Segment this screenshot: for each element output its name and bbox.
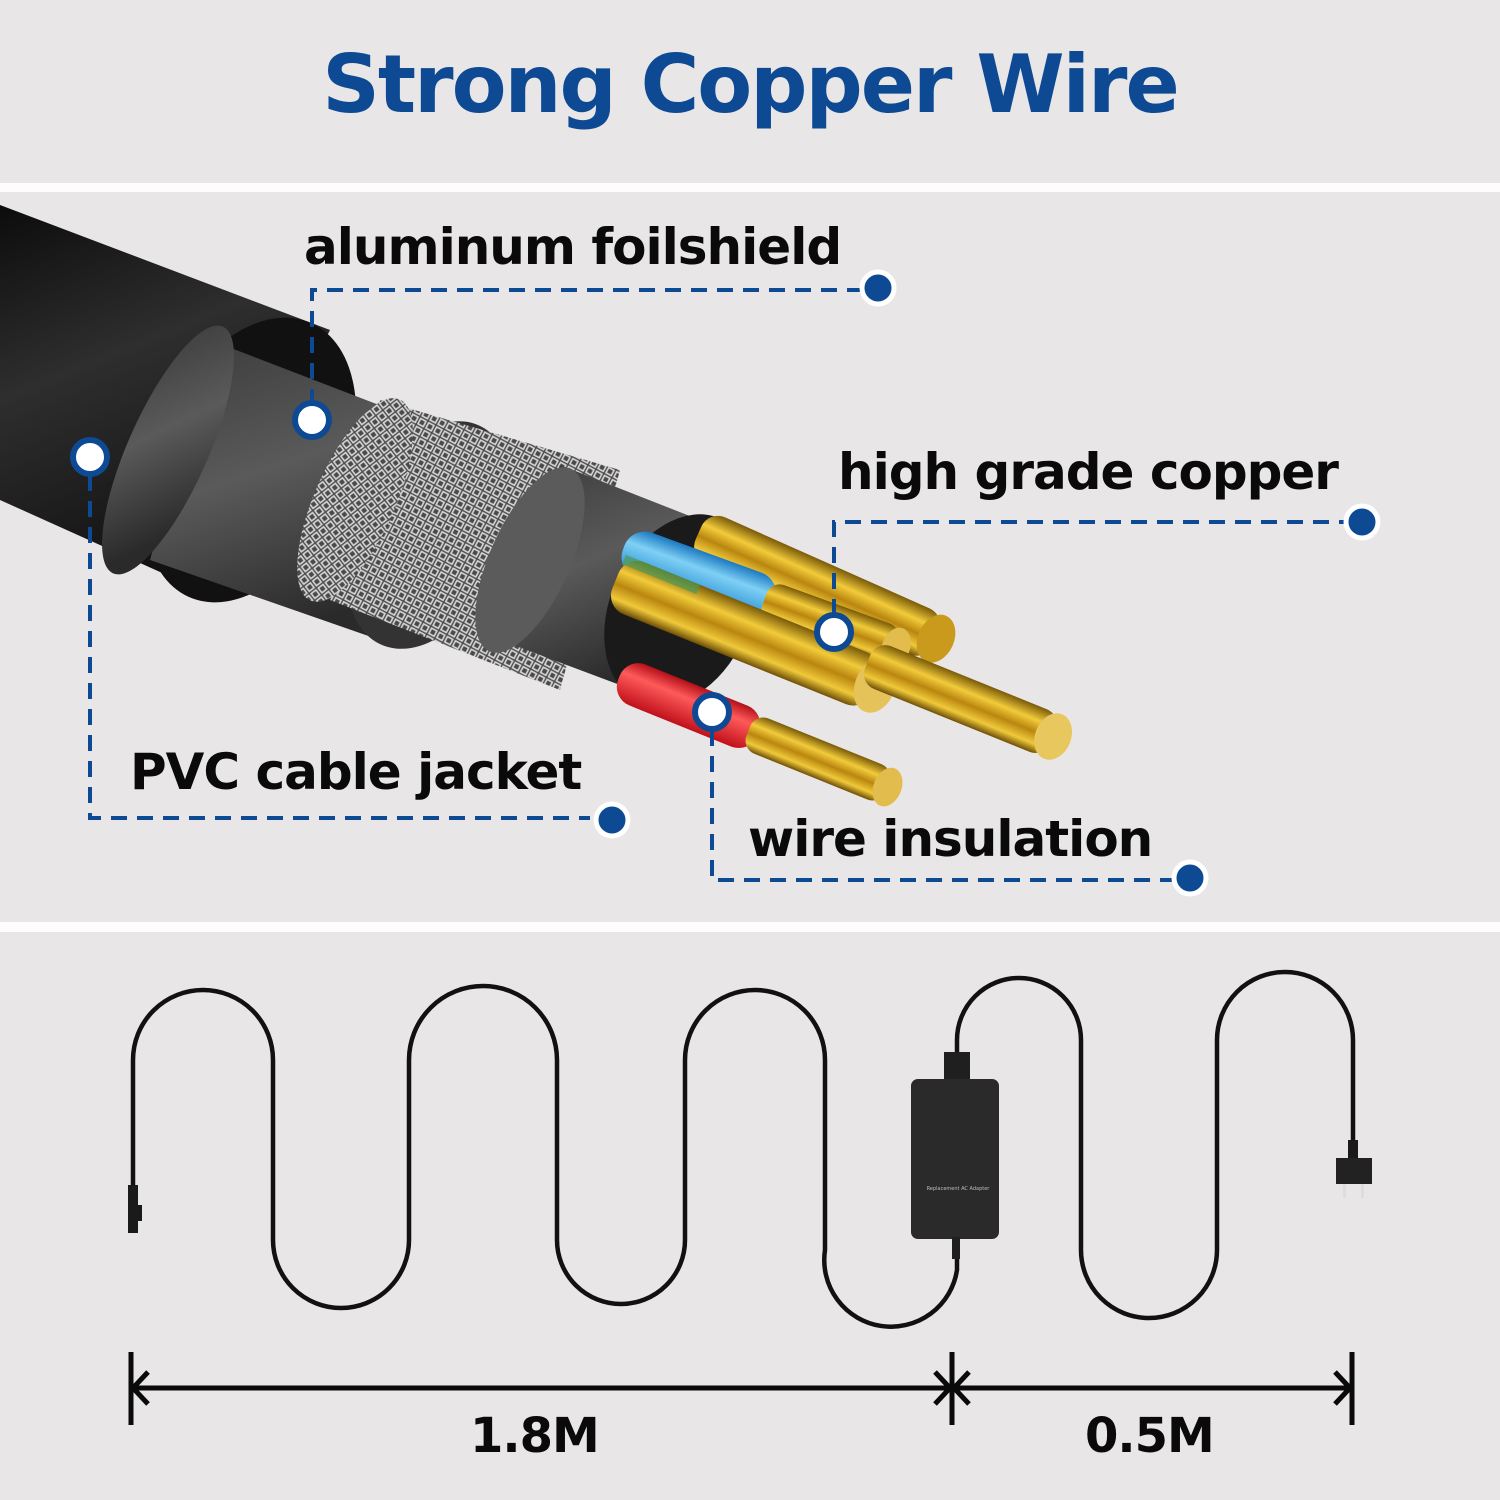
ac-cable-path xyxy=(954,969,1356,1321)
callout-line-copper xyxy=(832,520,1345,615)
conductors xyxy=(610,515,1073,807)
ac-adapter-brick-icon xyxy=(911,1052,999,1259)
arrow-right-icon xyxy=(1333,1370,1354,1406)
jacket-anchor-dot xyxy=(70,437,110,477)
arrow-right-icon xyxy=(933,1370,954,1406)
adapter-cable xyxy=(130,969,1356,1330)
callout-line-insulation xyxy=(710,730,1172,882)
label-aluminum-foilshield: aluminum foilshield xyxy=(304,218,842,276)
foil-anchor-dot xyxy=(292,400,332,440)
label-wire-insulation: wire insulation xyxy=(748,810,1153,868)
label-pvc-cable-jacket: PVC cable jacket xyxy=(130,743,582,801)
adapter-label-text: Replacement AC Adapter xyxy=(926,1186,990,1192)
insulation-anchor-dot xyxy=(692,692,732,732)
separator-top xyxy=(0,183,1500,192)
callout-line-foil xyxy=(310,288,860,405)
page-title: Strong Copper Wire xyxy=(322,38,1179,131)
separator-bottom xyxy=(0,922,1500,932)
copper-strand-front xyxy=(863,645,1073,760)
dc-cable-path xyxy=(130,983,960,1330)
callout-line-jacket xyxy=(88,475,590,820)
dimension-lines xyxy=(128,1352,1355,1425)
foil-end-dot xyxy=(859,269,897,307)
dimension-label-ac-cable: 0.5M xyxy=(1085,1408,1215,1464)
callout-lines xyxy=(88,288,1345,882)
arrow-left-icon xyxy=(129,1370,150,1406)
insulation-end-dot xyxy=(1171,859,1209,897)
label-high-grade-copper: high grade copper xyxy=(838,443,1339,501)
dc-plug-icon xyxy=(128,1185,142,1233)
arrow-left-icon xyxy=(950,1370,971,1406)
dimension-label-dc-cable: 1.8M xyxy=(470,1408,600,1464)
jacket-end-dot xyxy=(593,801,631,839)
copper-anchor-dot xyxy=(814,612,854,652)
copper-end-dot xyxy=(1343,503,1381,541)
us-plug-icon xyxy=(1336,1140,1372,1198)
